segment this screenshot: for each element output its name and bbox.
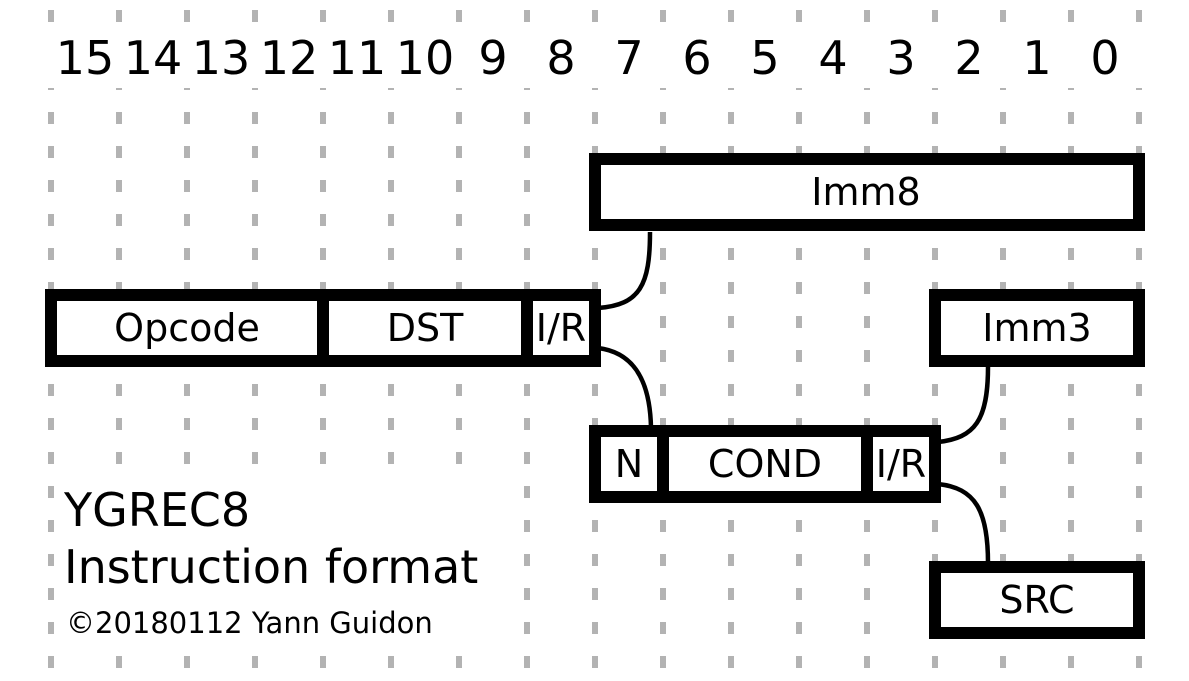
imm3-label: Imm3 — [982, 306, 1091, 350]
bit-number: 12 — [260, 31, 319, 85]
wire-ir-to-cond — [597, 345, 654, 429]
imm8-box — [589, 153, 1145, 231]
imm3-field: Imm3 — [929, 289, 1145, 367]
bit-number: 6 — [682, 31, 711, 85]
ir-cond-label: I/R — [876, 442, 926, 486]
bit-number: 9 — [478, 31, 507, 85]
bit-number: 5 — [750, 31, 779, 85]
bit-number: 15 — [56, 31, 115, 85]
n-label: N — [615, 442, 643, 486]
condition-row-box — [589, 425, 941, 503]
title-backdrop — [56, 478, 488, 644]
diagram-subtitle: Instruction format — [64, 540, 478, 594]
bit-number-row: 15 14 13 12 11 10 9 8 7 6 5 4 3 2 1 0 — [0, 26, 1189, 88]
wire-ir-to-src — [937, 481, 991, 564]
src-field: SRC — [929, 561, 1145, 639]
diagram-title: YGREC8 — [63, 483, 250, 537]
bit-number: 3 — [886, 31, 915, 85]
bit-number: 0 — [1090, 31, 1119, 85]
cond-label: COND — [708, 442, 822, 486]
src-label: SRC — [999, 578, 1074, 622]
wire-ir-to-imm8 — [597, 231, 653, 311]
bit-number: 2 — [954, 31, 983, 85]
src-box — [929, 561, 1145, 639]
opcode-label: Opcode — [114, 306, 260, 350]
dst-label: DST — [387, 306, 464, 350]
imm3-box — [929, 289, 1145, 367]
imm8-field: Imm8 — [589, 153, 1145, 231]
ir-main-label: I/R — [536, 306, 586, 350]
bit-number: 11 — [328, 31, 387, 85]
imm8-label: Imm8 — [811, 170, 920, 214]
bit-number: 13 — [192, 31, 251, 85]
wire-ir-to-imm3 — [937, 366, 991, 445]
main-instruction-row: Opcode DST I/R — [45, 289, 601, 367]
condition-row: N COND I/R — [589, 425, 941, 503]
copyright-text: ©20180112 Yann Guidon — [66, 606, 433, 640]
bit-number: 10 — [396, 31, 455, 85]
bit-number: 14 — [124, 31, 183, 85]
bit-number: 8 — [546, 31, 575, 85]
bit-number: 7 — [614, 31, 643, 85]
bit-number: 1 — [1022, 31, 1051, 85]
title-block: YGREC8 Instruction format ©20180112 Yann… — [56, 478, 488, 644]
bit-number-backdrop — [0, 26, 1189, 88]
bit-number: 4 — [818, 31, 847, 85]
